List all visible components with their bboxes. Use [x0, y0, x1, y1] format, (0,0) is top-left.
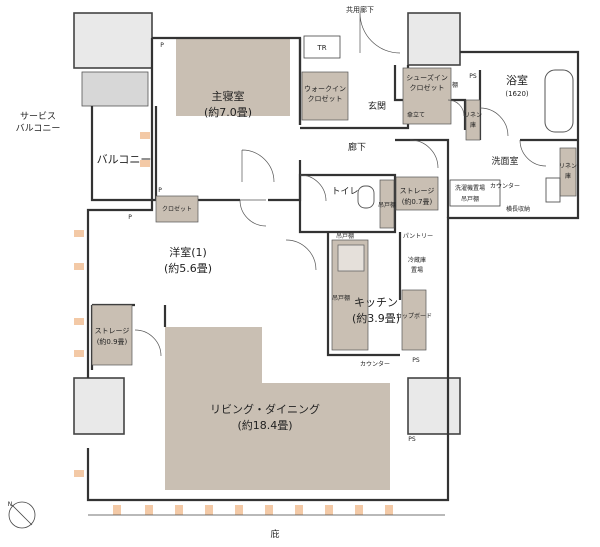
linen-2-unit — [559, 147, 577, 197]
master-bedroom-area — [176, 38, 290, 116]
label-bathroom-size: (1620) — [505, 90, 529, 98]
label-service-balcony-1: サービス — [20, 111, 56, 122]
label-master-bedroom-size: (約7.0畳) — [204, 105, 252, 119]
label-linen-2: リネン — [559, 163, 577, 170]
label-linen-1: リネン — [464, 112, 482, 119]
door-washroom — [519, 139, 547, 167]
label-storage-small-size: (約0.7畳) — [402, 197, 433, 206]
label-master-bedroom: 主寝室 — [212, 89, 245, 103]
label-pantry: パントリー — [403, 233, 433, 240]
label-counter-kitchen: カウンター — [360, 360, 390, 368]
label-washroom: 洗面室 — [491, 155, 518, 167]
label-fridge-1: 冷蔵庫 — [408, 256, 426, 264]
label-walkin-closet-1: ウォークイン — [304, 85, 346, 93]
walkin-closet-unit — [301, 71, 349, 121]
label-corridor-common: 共用廊下 — [346, 5, 374, 14]
label-shelf: 棚 — [452, 81, 458, 89]
label-cupboard: カップボード — [396, 312, 432, 320]
label-towel-storage: 横長収納 — [506, 205, 530, 213]
label-walkin-closet-2: クロゼット — [308, 94, 343, 103]
bathtub — [544, 69, 574, 133]
label-storage-lr-size: (約0.9畳) — [97, 337, 128, 346]
label-linen-2b: 庫 — [565, 172, 571, 180]
label-p-2: P — [158, 187, 162, 194]
label-hanging-shelf-toilet: 吊戸棚 — [378, 201, 396, 209]
door-toilet — [299, 174, 327, 202]
column-top-mid — [407, 12, 461, 66]
label-tr: TR — [316, 44, 326, 52]
label-hanging-shelf-k2: 吊戸棚 — [332, 294, 350, 302]
door-entrance — [359, 12, 401, 54]
label-storage-lr: ストレージ — [95, 327, 130, 335]
label-toilet: トイレ — [331, 187, 358, 197]
label-shoes-closet-1: シューズイン — [406, 73, 448, 82]
column-bottom-right — [407, 377, 461, 435]
label-living: リビング・ダイニング — [210, 402, 320, 416]
label-service-balcony-2: バルコニー — [16, 123, 61, 134]
label-kitchen: キッチン — [354, 296, 398, 309]
label-ps-mid: PS — [412, 357, 420, 364]
label-hanging-shelf-k1: 吊戸棚 — [336, 232, 354, 240]
label-fridge-2: 置場 — [411, 266, 423, 274]
label-entrance: 玄関 — [368, 100, 386, 112]
label-shoes-closet-2: クロゼット — [410, 83, 445, 92]
door-storage-lr — [134, 329, 162, 357]
stove — [337, 244, 365, 272]
wall-kitchen — [326, 232, 402, 357]
shoes-closet-unit — [402, 67, 452, 125]
label-balcony: バルコニー — [97, 153, 152, 166]
label-western-room-size: (約5.6畳) — [164, 261, 212, 275]
label-counter-wash: カウンター — [490, 182, 520, 190]
label-p-1: P — [160, 42, 164, 49]
wall-toilet — [298, 173, 397, 234]
label-ps-bottom: PS — [408, 436, 416, 443]
column-top-left — [73, 12, 153, 69]
laundry-box — [449, 179, 501, 207]
storage-small-unit — [395, 176, 439, 211]
label-hall: 廊下 — [348, 141, 366, 153]
door-shoes — [447, 99, 465, 117]
label-p-3: P — [128, 214, 132, 221]
hanging-shelf-toilet-unit — [379, 179, 395, 229]
label-north: N — [8, 501, 13, 508]
window-markers-left — [74, 132, 150, 477]
wall-western-top — [156, 160, 302, 202]
window-markers-bottom — [113, 505, 393, 515]
column-bottom-left — [73, 377, 125, 435]
door-bath — [479, 107, 509, 137]
storage-lr-unit — [91, 304, 133, 366]
door-western — [239, 199, 267, 227]
label-closet: クロゼット — [162, 205, 192, 213]
north-arrow — [8, 501, 36, 529]
label-umbrella: 傘立て — [407, 111, 425, 119]
label-garden: 庇 — [270, 528, 279, 540]
cupboard-unit — [401, 289, 427, 351]
label-living-size: (約18.4畳) — [237, 418, 292, 432]
label-laundry-2: 吊戸棚 — [461, 195, 479, 203]
living-dining-area — [165, 327, 390, 490]
label-linen-1b: 庫 — [470, 121, 476, 129]
closet-unit — [155, 195, 199, 223]
label-storage-small: ストレージ — [400, 187, 435, 195]
door-bedroom — [241, 149, 275, 183]
door-kitchen — [285, 239, 317, 271]
service-balcony — [81, 71, 149, 107]
toilet-bowl — [357, 185, 375, 209]
door-storage-small — [409, 139, 439, 169]
sink-wash — [545, 177, 561, 203]
label-laundry-1: 洗濯機置場 — [455, 184, 485, 192]
label-ps-top: PS — [469, 73, 477, 80]
label-bathroom: 浴室 — [506, 73, 528, 87]
tr-box — [303, 35, 341, 59]
wall-bath — [478, 70, 578, 142]
linen-1-unit — [465, 99, 481, 141]
label-western-room: 洋室(1) — [169, 245, 207, 259]
label-kitchen-size: (約3.9畳) — [352, 311, 400, 325]
wall-balcony — [90, 106, 158, 202]
